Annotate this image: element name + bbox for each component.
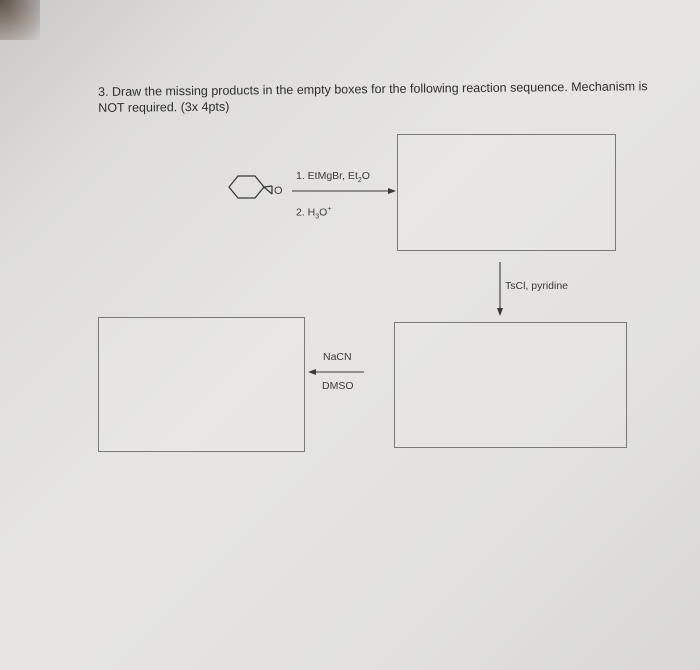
epoxide-bond-lower: [263, 186, 273, 195]
epoxide-starting-material: [228, 175, 273, 199]
epoxide-bond-upper: [263, 185, 273, 188]
reaction-1-step-2-label: 2. H3O+: [296, 206, 332, 221]
question-text: 3. Draw the missing products in the empt…: [98, 78, 678, 116]
epoxide-oxygen-label: O: [274, 185, 283, 197]
reaction-1-step-1-label: 1. EtMgBr, Et2O: [296, 170, 370, 185]
answer-box-product-3[interactable]: [98, 317, 305, 452]
answer-box-product-2[interactable]: [394, 322, 627, 448]
cyclohexane-ring: [228, 175, 265, 199]
reaction-arrow-3-head: [308, 369, 316, 375]
reaction-arrow-1-head: [388, 188, 396, 194]
reaction-3-reagent-label: NaCN: [323, 351, 352, 363]
answer-box-product-1[interactable]: [397, 134, 616, 251]
reaction-arrow-2-head: [497, 308, 503, 316]
page-corner-shadow: [0, 0, 40, 40]
reaction-2-reagents-label: TsCl, pyridine: [505, 280, 569, 292]
reaction-3-solvent-label: DMSO: [322, 380, 354, 392]
